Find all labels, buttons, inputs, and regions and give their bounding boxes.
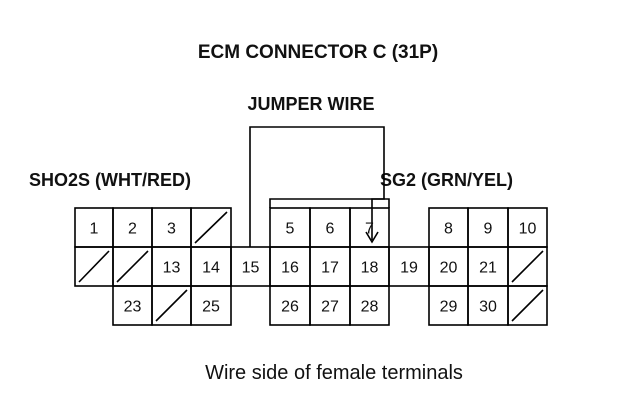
jumper-wire-label: JUMPER WIRE bbox=[247, 94, 374, 114]
empty-terminal-slash bbox=[194, 211, 228, 244]
terminal-number-18: 18 bbox=[361, 260, 379, 277]
sho2s-label: SHO2S (WHT/RED) bbox=[29, 170, 191, 190]
jumper-wire bbox=[249, 126, 385, 247]
empty-terminal-slash bbox=[116, 250, 149, 283]
terminal-number-17: 17 bbox=[321, 260, 339, 277]
sg2-label: SG2 (GRN/YEL) bbox=[380, 170, 513, 190]
empty-terminal-slash bbox=[78, 250, 110, 283]
terminal-number-20: 20 bbox=[440, 260, 458, 277]
terminal-number-19: 19 bbox=[400, 260, 418, 277]
terminal-number-30: 30 bbox=[479, 299, 497, 316]
terminal-number-14: 14 bbox=[202, 260, 220, 277]
terminal-number-16: 16 bbox=[281, 260, 299, 277]
terminal-number-3: 3 bbox=[167, 221, 176, 238]
terminal-number-6: 6 bbox=[326, 221, 335, 238]
caption: Wire side of female terminals bbox=[205, 362, 463, 384]
terminal-number-26: 26 bbox=[281, 299, 299, 316]
terminal-number-7: 7 bbox=[365, 221, 374, 238]
jumper-arrow-icon bbox=[365, 231, 379, 244]
empty-terminal-slash bbox=[511, 250, 544, 283]
terminal-number-10: 10 bbox=[519, 221, 537, 238]
terminal-number-15: 15 bbox=[242, 260, 260, 277]
terminal-cell-25 bbox=[190, 285, 232, 326]
empty-terminal-slash bbox=[511, 289, 544, 322]
terminal-number-1: 1 bbox=[90, 221, 99, 238]
terminal-number-28: 28 bbox=[361, 299, 379, 316]
terminal-number-13: 13 bbox=[163, 260, 181, 277]
terminal-number-5: 5 bbox=[286, 221, 295, 238]
terminal-number-29: 29 bbox=[440, 299, 458, 316]
connector-housing bbox=[269, 198, 390, 208]
terminal-number-25: 25 bbox=[202, 299, 220, 316]
terminal-number-21: 21 bbox=[479, 260, 497, 277]
terminal-number-27: 27 bbox=[321, 299, 339, 316]
terminal-number-2: 2 bbox=[128, 221, 137, 238]
terminal-number-9: 9 bbox=[484, 221, 493, 238]
terminal-cell-31 bbox=[507, 285, 548, 326]
terminal-number-23: 23 bbox=[124, 299, 142, 316]
diagram-title: ECM CONNECTOR C (31P) bbox=[198, 42, 438, 63]
connector-body bbox=[74, 126, 548, 326]
terminal-cell-28 bbox=[349, 285, 390, 326]
terminal-number-8: 8 bbox=[444, 221, 453, 238]
empty-terminal-slash bbox=[155, 289, 188, 322]
